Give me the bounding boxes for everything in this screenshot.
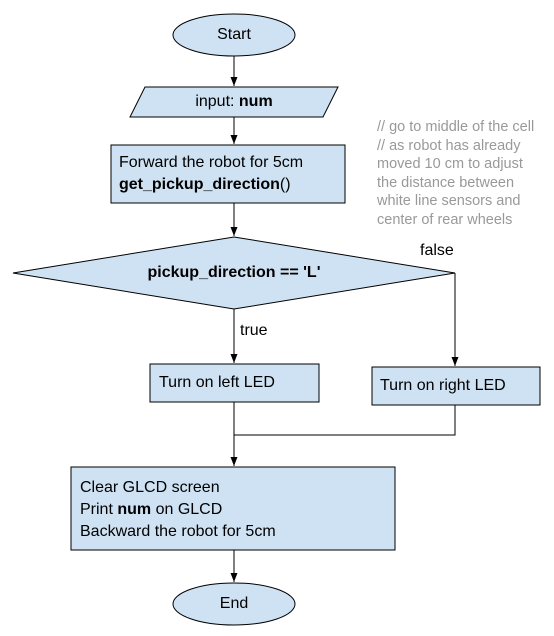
true-edge-label: true [240,322,268,339]
comment-line-5: white line sensors and [377,193,521,209]
end-label: End [219,595,249,612]
decision-label: pickup_direction == 'L' [74,262,394,284]
code-comment: // go to middle of the cell // as robot … [377,118,553,229]
comment-line-2: // as robot has already [377,137,521,154]
final-line-2: Print num on GLCD [80,499,390,521]
comment-line-4: the distance between [377,174,515,191]
forward-label: Forward the robot for 5cm get_pickup_dir… [119,152,344,196]
end-terminal [172,582,296,626]
final-line-2-post: on GLCD [151,501,223,518]
comment-line-6: center of rear wheels [377,211,513,228]
input-variable: num [238,93,273,110]
forward-line-2: get_pickup_direction() [119,174,344,196]
final-label: Clear GLCD screen Print num on GLCD Back… [80,477,390,543]
input-label: input: num [135,91,333,113]
start-label: Start [217,26,251,43]
decision-expression: pickup_direction [147,264,276,281]
forward-function-name: get_pickup_direction [119,176,280,193]
forward-line-1: Forward the robot for 5cm [119,154,304,171]
edge-right-led-merge [234,405,456,436]
right-led-box [371,366,541,406]
final-line-3: Backward the robot for 5cm [80,523,276,540]
right-led-label: Turn on right LED [380,377,506,394]
false-edge-label: false [420,242,454,259]
left-led-box [149,363,320,403]
left-led-label: Turn on left LED [159,374,275,391]
final-line-1: Clear GLCD screen [80,479,220,496]
input-parallelogram [129,86,339,118]
final-line-2-pre: Print [80,501,118,518]
forward-function-call: () [279,176,291,193]
comment-line-3: moved 10 cm to adjust [377,156,523,172]
final-process-box [70,466,396,551]
input-prefix: input: [195,93,239,110]
final-line-2-variable: num [117,501,152,518]
comment-line-1: // go to middle of the cell [377,119,535,135]
decision-comparison: == 'L' [275,264,321,281]
forward-process-box [110,144,346,204]
